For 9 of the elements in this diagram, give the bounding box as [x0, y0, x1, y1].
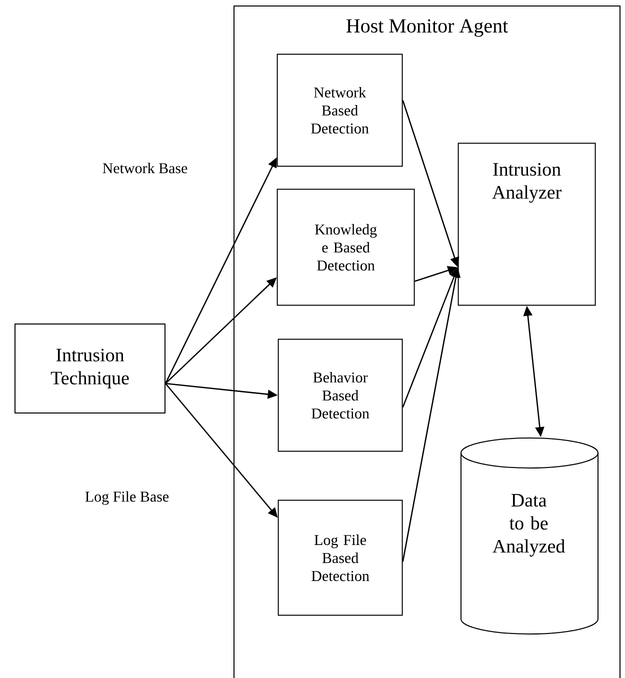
database-cylinder: Data to be Analyzed: [460, 438, 598, 634]
process-box: Behavior Based Detection: [278, 338, 403, 452]
text-label: Network Base: [102, 162, 188, 174]
process-box: Log File Based Detection: [278, 500, 403, 616]
process-box: Intrusion Analyzer: [458, 142, 596, 306]
text-label: Log File Base: [85, 491, 169, 505]
process-box: Network Based Detection: [276, 54, 403, 167]
process-box: Knowledg e Based Detection: [276, 188, 415, 306]
process-box: Intrusion Technique: [14, 324, 166, 414]
